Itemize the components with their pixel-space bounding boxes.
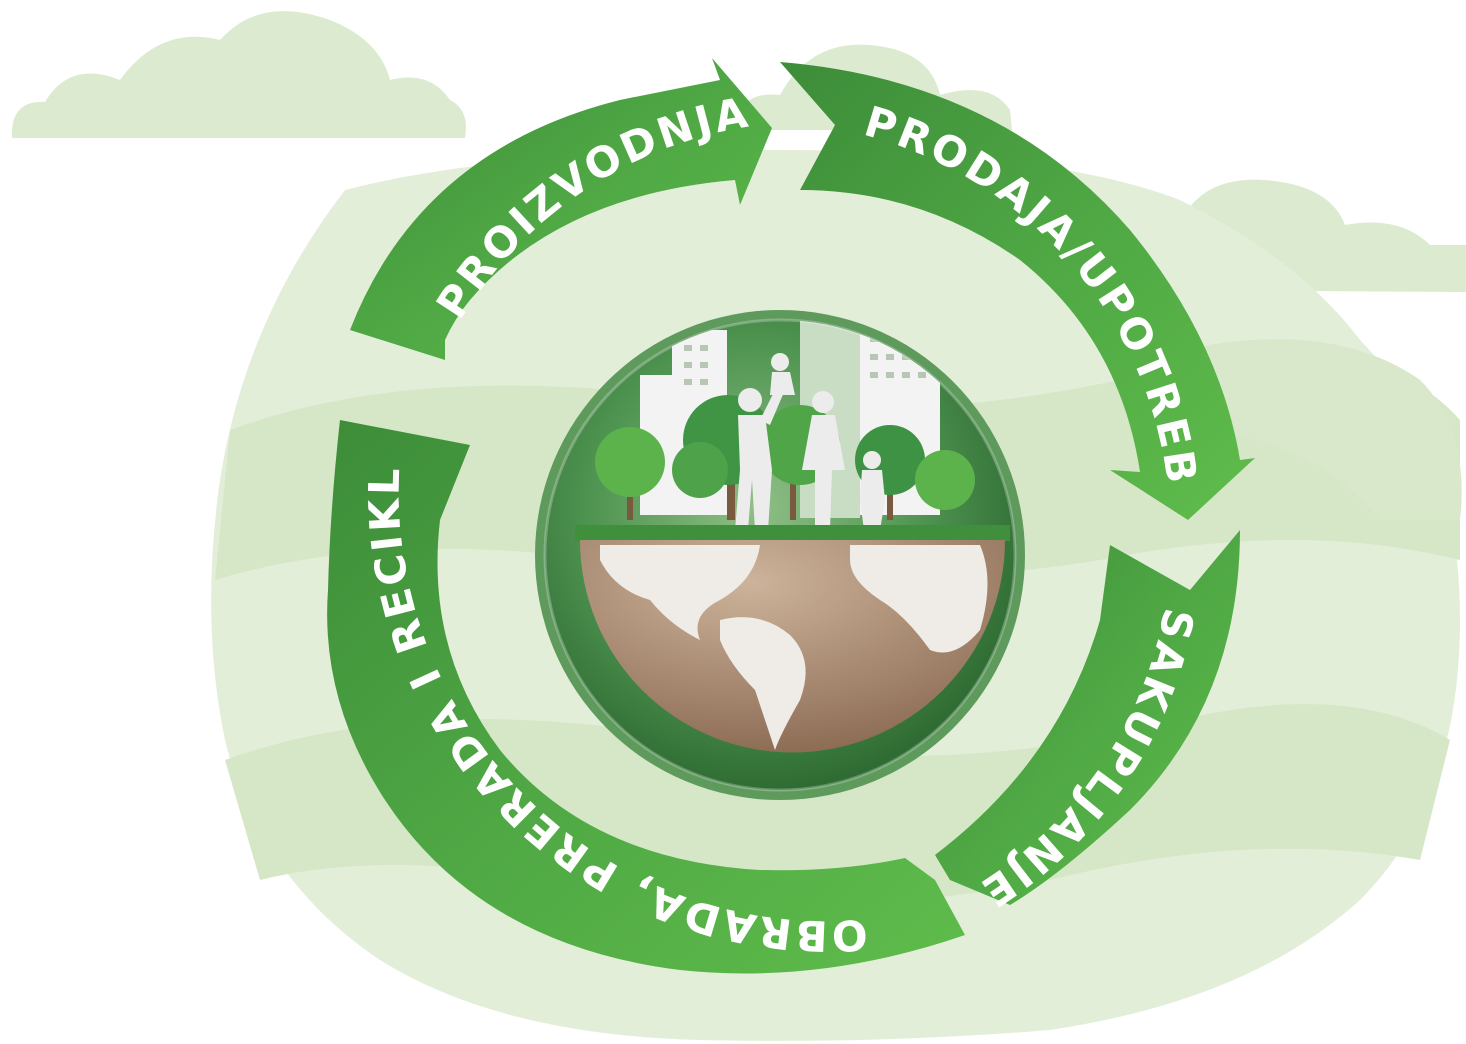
eco-globe-city-family-icon — [535, 310, 1025, 800]
arrow-obrada-prerada-reciklaza — [327, 420, 965, 974]
cloud-left — [11, 11, 466, 139]
continent-europe-africa — [850, 545, 988, 653]
family-silhouettes — [735, 353, 885, 530]
continent-north-america — [600, 545, 760, 640]
arrow-sakupljanje — [935, 530, 1240, 905]
arrow-prodaja-upotreba — [780, 62, 1255, 520]
globe — [580, 540, 1005, 753]
grass-strip — [575, 525, 1010, 541]
continent-south-america — [720, 617, 806, 750]
background-swirl-tail — [1140, 339, 1462, 520]
arrow-proizvodnja — [350, 58, 772, 360]
